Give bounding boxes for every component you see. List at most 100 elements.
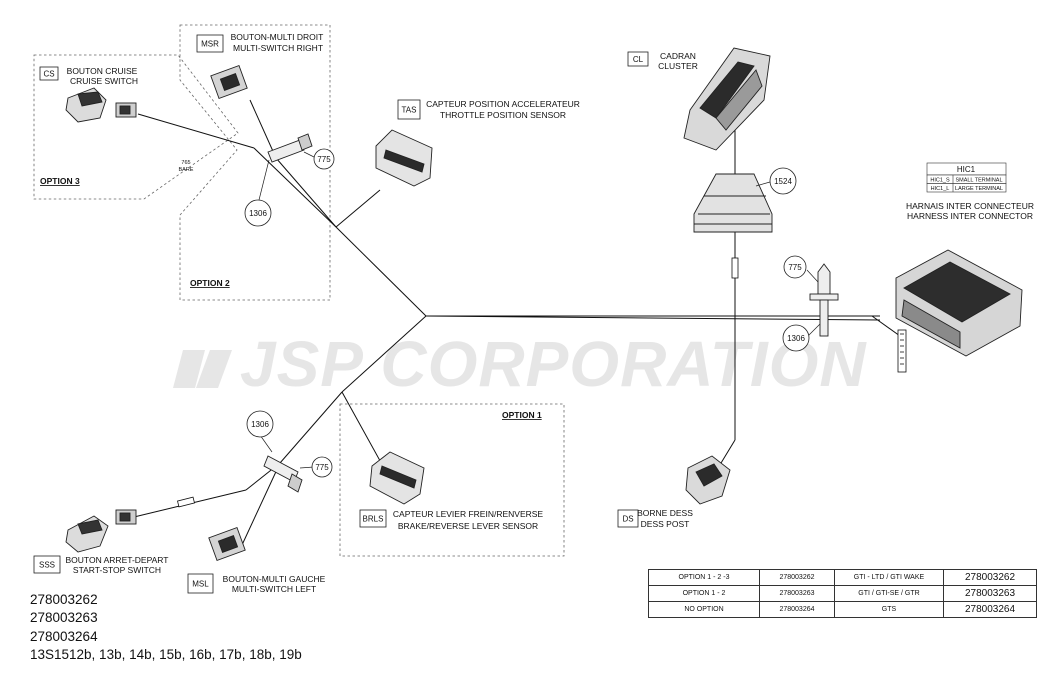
table-cell: GTS [834,601,944,618]
part-numbers: 278003262 278003263 278003264 13S1512b, … [30,591,302,664]
watermark: JSP CORPORATION [173,328,867,400]
option3-region [33,54,239,200]
table-cell: GTI - LTD / GTI WAKE [834,569,944,586]
multi-switch-right-icon [210,65,248,99]
table-cell: 278003264 [759,601,835,618]
brls-name-fr: CAPTEUR LEVIER FREIN/RENVERSE [393,509,544,519]
table-row: OPTION 1 - 2 -3 278003262 GTI - LTD / GT… [648,569,1037,586]
part-number: 278003263 [30,610,98,626]
msr-code: MSR [201,40,219,49]
option1-label: OPTION 1 [502,410,542,420]
table-row: NO OPTION 278003264 GTS 278003264 [648,601,1037,618]
multi-switch-left-icon [208,527,246,561]
wire-splices [177,257,907,508]
sss-label: SSS BOUTON ARRET-DEPART START-STOP SWITC… [33,555,169,575]
hic1-box: HIC1 HIC1_S SMALL TERMINAL HIC1_L LARGE … [926,162,1007,193]
msr-label: MSR BOUTON-MULTI DROIT MULTI-SWITCH RIGH… [196,32,324,53]
cl-name-en: CLUSTER [658,61,698,71]
cluster-connector-icon [683,47,771,151]
part-number: 278003264 [30,628,98,644]
table-cell: 278003264 [943,601,1037,618]
brls-label: BRLS CAPTEUR LEVIER FREIN/RENVERSE BRAKE… [359,509,544,531]
table-cell: 278003262 [759,569,835,586]
tas-label: TAS CAPTEUR POSITION ACCELERATEUR THROTT… [397,99,580,120]
cs-name-en: CRUISE SWITCH [70,76,138,86]
sss-code: SSS [39,561,55,570]
table-row: OPTION 1 - 2 278003263 GTI / GTI-SE / GT… [648,585,1037,602]
msr-name-fr: BOUTON-MULTI DROIT [231,32,324,42]
ds-code: DS [622,515,633,524]
cs-name-fr: BOUTON CRUISE [67,66,138,76]
harness-label: HARNAIS INTER CONNECTEUR HARNESS INTER C… [906,201,1034,221]
hic1-row2-term: HIC1_L [931,186,950,192]
tas-name-fr: CAPTEUR POSITION ACCELERATEUR [426,99,580,109]
msl-name-en: MULTI-SWITCH LEFT [232,584,316,594]
ds-name-fr: BORNE DESS [637,508,693,518]
callouts: 775 1306 1306 775 1524 775 1306 [244,148,821,478]
table-cell: 278003263 [759,585,835,602]
table-cell: 278003262 [943,569,1037,586]
callout-1306-msl: 1306 [251,420,269,429]
cs-code: CS [43,70,54,79]
harness-wires [133,99,901,546]
msl-code: MSL [192,580,209,589]
cl-label: CL CADRAN CLUSTER [627,51,698,71]
start-stop-switch-icon [65,509,137,553]
harness-name-fr: HARNAIS INTER CONNECTEUR [906,201,1034,211]
tas-name-en: THROTTLE POSITION SENSOR [440,110,566,120]
table-cell: GTI / GTI-SE / GTR [834,585,944,602]
option3-label: OPTION 3 [40,176,80,186]
callout-1306-msr: 1306 [249,209,267,218]
bare-note: 765 BARE [179,160,194,173]
bare-note-text: BARE [179,167,194,173]
watermark-text: JSP CORPORATION [240,328,867,400]
hic1-row2-desc: LARGE TERMINAL [955,186,1003,192]
ds-label: DS BORNE DESS DESS POST [617,508,693,529]
grommet-1524-icon [693,173,773,233]
cable-tie-top-icon [267,133,313,163]
brls-code: BRLS [363,515,384,524]
msl-label: MSL BOUTON-MULTI GAUCHE MULTI-SWITCH LEF… [187,573,326,594]
callout-1306-main: 1306 [787,334,805,343]
brake-reverse-sensor-icon [369,451,425,505]
cruise-switch-icon [65,87,137,123]
sss-name-fr: BOUTON ARRET-DEPART [66,555,169,565]
watermark-logo-mark [173,350,232,388]
cl-code: CL [633,55,644,64]
harness-inter-connector-icon [895,249,1023,357]
hic1-title: HIC1 [957,165,976,174]
hic1-row1-term: HIC1_S [930,178,950,184]
option2-label: OPTION 2 [190,278,230,288]
table-cell: OPTION 1 - 2 -3 [648,569,760,586]
connectors [65,47,1023,561]
harness-name-en: HARNESS INTER CONNECTOR [907,211,1033,221]
callout-775-main: 775 [788,263,802,272]
dess-post-icon [685,455,731,505]
callout-1524: 1524 [774,177,792,186]
bare-note-number: 765 [181,160,190,166]
hic1-row1-desc: SMALL TERMINAL [955,178,1002,184]
sss-name-en: START-STOP SWITCH [73,565,161,575]
msl-name-fr: BOUTON-MULTI GAUCHE [223,574,326,584]
option-labels: OPTION 3 OPTION 2 OPTION 1 [40,176,542,420]
option-regions [33,24,565,557]
ds-name-en: DESS POST [641,519,690,529]
table-cell: 278003263 [943,585,1037,602]
callout-775-msl: 775 [315,463,329,472]
table-cell: NO OPTION [648,601,760,618]
msr-name-en: MULTI-SWITCH RIGHT [233,43,323,53]
part-number: 278003262 [30,592,98,607]
brls-name-en: BRAKE/REVERSE LEVER SENSOR [398,521,538,531]
cs-label: CS BOUTON CRUISE CRUISE SWITCH [39,66,138,86]
tas-code: TAS [402,106,417,115]
option2-region [179,24,331,301]
option-table: OPTION 1 - 2 -3 278003262 GTI - LTD / GT… [648,569,1037,618]
component-labels: CS BOUTON CRUISE CRUISE SWITCH MSR BOUTO… [33,32,1034,594]
throttle-sensor-icon [375,129,433,187]
clip-775-right-icon [809,263,839,337]
callout-775-msr: 775 [317,155,331,164]
table-cell: OPTION 1 - 2 [648,585,760,602]
option1-region [339,403,565,557]
cl-name-fr: CADRAN [660,51,696,61]
